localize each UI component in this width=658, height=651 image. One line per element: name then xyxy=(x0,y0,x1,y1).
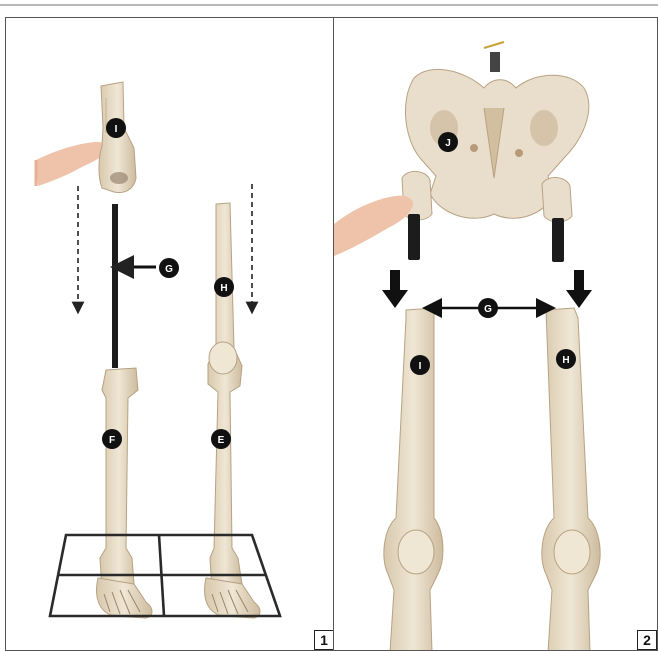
step-1-illustration: I G H F E xyxy=(6,18,335,651)
label-e: E xyxy=(211,429,231,449)
label-f: F xyxy=(102,429,122,449)
svg-text:H: H xyxy=(220,283,227,294)
rod-g xyxy=(112,204,118,368)
step-number: 1 xyxy=(314,630,334,650)
label-g: G xyxy=(159,258,179,278)
label-g: G xyxy=(478,298,498,318)
pelvis-j xyxy=(402,42,589,262)
label-j: J xyxy=(438,132,458,152)
step-2-illustration: J G I H xyxy=(334,18,658,651)
hand xyxy=(334,196,413,256)
leg-left xyxy=(97,368,152,618)
step-2-panel: J G I H 2 xyxy=(333,17,658,651)
svg-text:I: I xyxy=(115,124,118,135)
top-rule xyxy=(0,4,658,6)
svg-text:H: H xyxy=(562,355,569,366)
svg-text:E: E xyxy=(218,435,225,446)
svg-text:F: F xyxy=(109,435,115,446)
label-i: I xyxy=(410,355,430,375)
hand xyxy=(36,142,107,186)
label-i: I xyxy=(106,118,126,138)
svg-text:J: J xyxy=(445,138,451,149)
step-number: 2 xyxy=(637,630,657,650)
svg-text:G: G xyxy=(484,304,492,315)
label-h: H xyxy=(214,277,234,297)
svg-text:G: G xyxy=(165,264,173,275)
label-h: H xyxy=(556,349,576,369)
svg-text:I: I xyxy=(419,361,422,372)
step-1-panel: I G H F E 1 xyxy=(5,17,335,651)
